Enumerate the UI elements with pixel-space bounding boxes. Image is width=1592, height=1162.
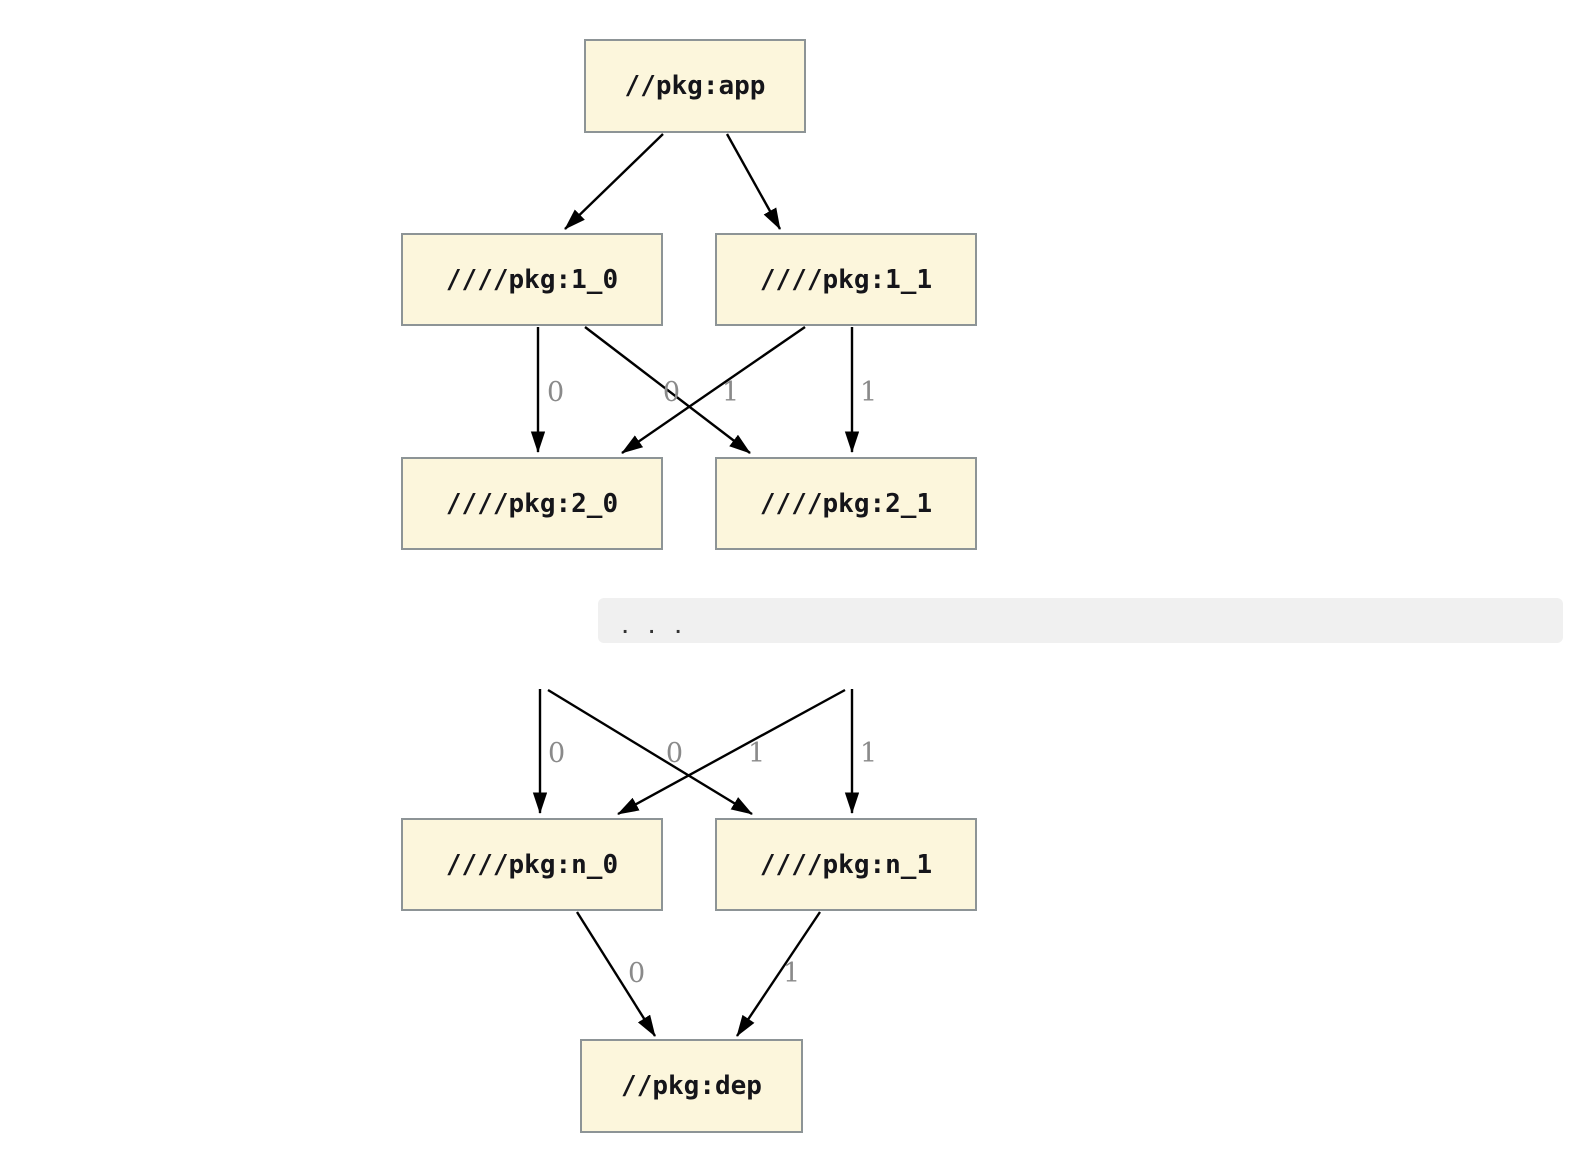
node-pkg-1-1: ////pkg:1_1	[715, 233, 977, 326]
edge-1_1-to-2_0	[621, 326, 806, 454]
edge-ellipsis-to-n_0	[617, 688, 846, 816]
edge-app-to-1_1	[725, 133, 782, 230]
edge-label-ellipsis-to-n_1: 1	[748, 738, 765, 769]
edge-label-ellipsis-to-n_1: 1	[860, 738, 877, 769]
edge-app-to-1_0	[564, 133, 664, 230]
edge-n_0-to-dep	[575, 911, 657, 1037]
node-pkg-n-1: ////pkg:n_1	[715, 818, 977, 911]
edge-label-1_1-to-2_0: 0	[663, 377, 680, 408]
edge-label-n_1-to-dep: 1	[783, 958, 800, 989]
node-pkg-n-0: ////pkg:n_0	[401, 818, 663, 911]
edge-label-ellipsis-to-n_0: 0	[666, 738, 683, 769]
edge-label-1_1-to-2_1: 1	[860, 377, 877, 408]
edge-n_1-to-dep	[736, 911, 821, 1037]
node-pkg-dep: //pkg:dep	[580, 1039, 803, 1133]
edge-1_0-to-2_1	[584, 326, 751, 454]
node-pkg-2-0: ////pkg:2_0	[401, 457, 663, 550]
node-pkg-2-1: ////pkg:2_1	[715, 457, 977, 550]
node-pkg-app: //pkg:app	[584, 39, 806, 133]
edge-label-n_0-to-dep: 0	[628, 958, 645, 989]
edge-label-ellipsis-to-n_0: 0	[548, 738, 565, 769]
edge-label-1_0-to-2_1: 1	[722, 377, 739, 408]
edge-label-1_0-to-2_0: 0	[547, 377, 564, 408]
node-pkg-1-0: ////pkg:1_0	[401, 233, 663, 326]
edge-ellipsis-to-n_1	[547, 688, 753, 816]
ellipsis-separator: . . .	[598, 598, 1563, 643]
